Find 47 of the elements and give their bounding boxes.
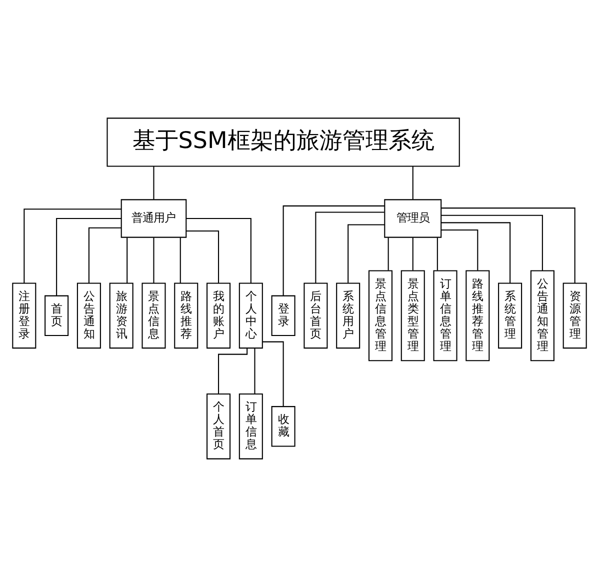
node-box: 管理员 — [384, 198, 442, 238]
connector — [412, 166, 414, 199]
connector — [56, 217, 122, 296]
node-box: 旅游资讯 — [109, 282, 134, 348]
connector — [442, 222, 511, 283]
node-box: 后台首页 — [304, 282, 328, 348]
node-box: 收藏 — [271, 406, 296, 446]
node-box: 系统用户 — [336, 282, 360, 348]
connector — [282, 204, 384, 296]
node-box: 景点信息管理 — [368, 270, 392, 361]
connector — [254, 348, 256, 394]
node-box: 订单信息 — [238, 393, 263, 459]
connector — [88, 226, 122, 282]
connector — [186, 217, 252, 283]
connector — [441, 207, 576, 283]
node-box: 公告通知 — [76, 282, 101, 348]
node-box: 普通用户 — [120, 198, 187, 238]
connector — [412, 237, 414, 270]
node-box: 景点类型管理 — [400, 270, 425, 361]
node-box: 公告通知管理 — [530, 270, 554, 361]
node-box: 我的账户 — [206, 282, 231, 348]
node-box: 路线推荐管理 — [466, 270, 490, 361]
node-box: 个人首页 — [206, 393, 231, 459]
connector — [153, 166, 154, 199]
connector — [180, 237, 181, 283]
connector — [153, 237, 154, 283]
node-box: 系统管理 — [498, 282, 522, 348]
node-box: 个人中心 — [238, 282, 263, 348]
node-box: 注册登录 — [12, 282, 36, 348]
connector — [262, 340, 284, 406]
connector — [441, 228, 478, 270]
connector — [348, 224, 385, 282]
connector — [218, 348, 248, 394]
connector — [24, 208, 122, 283]
node-box: 路线推荐 — [174, 282, 198, 348]
connector — [126, 237, 128, 283]
connector — [388, 237, 389, 270]
connector — [436, 237, 438, 270]
connector — [315, 211, 384, 283]
node-box: 订单信息管理 — [433, 270, 458, 361]
node-box: 景点信息 — [142, 282, 166, 348]
connector — [441, 214, 543, 270]
node-box: 基于SSM框架的旅游管理系统 — [106, 117, 460, 166]
node-box: 首页 — [44, 294, 69, 336]
node-box: 登录 — [271, 294, 296, 336]
connector — [186, 230, 220, 283]
node-box: 资源管理 — [562, 282, 587, 348]
